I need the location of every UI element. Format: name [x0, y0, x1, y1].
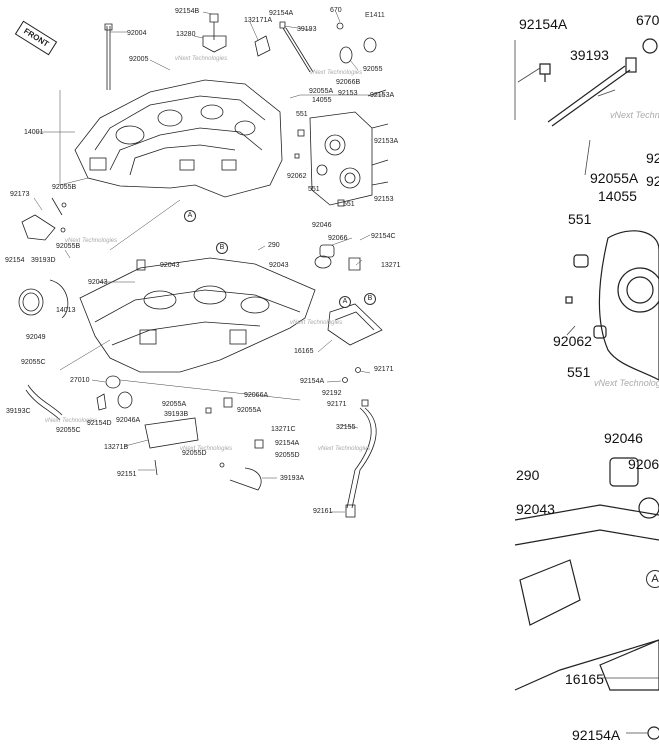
watermark: vNext Technologies — [310, 70, 363, 76]
part-callout[interactable]: 92049 — [26, 334, 46, 341]
part-callout[interactable]: 92055 — [363, 66, 383, 73]
part-callout[interactable]: 92055B — [52, 184, 77, 191]
upper-crankcase-outline — [74, 79, 283, 198]
part-callout[interactable]: 92004 — [127, 30, 147, 37]
zoom-part-callout[interactable]: 92046 — [604, 430, 643, 446]
part-callout[interactable]: 92066B — [336, 79, 361, 86]
part-callout[interactable]: 92153A — [374, 138, 399, 145]
zoom-part-callout[interactable]: 551 — [568, 211, 592, 227]
part-callout[interactable]: 92066A — [244, 392, 269, 399]
watermark: vNext Technologies — [318, 446, 371, 452]
part-callout[interactable]: 13280 — [176, 31, 196, 38]
lower-crankcase-outline — [79, 257, 316, 373]
diagram-code: E1411 — [365, 12, 385, 19]
zoom-part-callout[interactable]: 92 — [646, 150, 659, 166]
part-callout[interactable]: 551 — [296, 111, 308, 118]
part-callout[interactable]: 39193C — [6, 408, 31, 415]
part-callout[interactable]: 92153 — [374, 196, 394, 203]
part-callout[interactable]: 92173 — [10, 191, 30, 198]
part-callout[interactable]: 16165 — [294, 348, 314, 355]
part-callout[interactable]: 92055D — [275, 452, 300, 459]
zoom-part-callout[interactable]: 9206 — [628, 456, 659, 472]
part-callout[interactable]: 92192 — [322, 390, 342, 397]
zoom-watermark: vNext Technologies — [610, 110, 659, 120]
part-callout[interactable]: 92154A — [275, 440, 300, 447]
part-callout[interactable]: 92055C — [21, 359, 46, 366]
reference-marker: A — [184, 210, 196, 222]
zoom-part-callout[interactable]: 92154A — [519, 16, 568, 32]
part-callout[interactable]: 92151 — [117, 471, 137, 478]
part-callout[interactable]: 14013 — [56, 307, 76, 314]
part-callout[interactable]: 92066 — [328, 235, 348, 242]
zoom-part-callout[interactable]: 92 — [646, 173, 659, 189]
zoom-part-callout[interactable]: 290 — [516, 467, 540, 483]
part-callout[interactable]: 92171 — [374, 366, 394, 373]
oil-seal-outline — [18, 288, 44, 316]
zoom-part-callout[interactable]: 551 — [567, 364, 591, 380]
zoom-part-callout[interactable]: 670 — [636, 12, 659, 28]
part-callout[interactable]: 92161 — [313, 508, 333, 515]
part-callout[interactable]: 551 — [308, 186, 320, 193]
part-callout[interactable]: 27010 — [70, 377, 90, 384]
part-callout[interactable]: 92154A — [269, 10, 294, 17]
part-callout[interactable]: 92062 — [287, 173, 307, 180]
zoom-part-callout[interactable]: 14055 — [598, 188, 637, 204]
watermark: vNext Technologies — [45, 418, 98, 424]
part-callout[interactable]: 92043 — [160, 262, 180, 269]
zoom-reference-marker: A — [646, 570, 659, 588]
watermark: vNext Technologies — [65, 238, 118, 244]
reference-marker: B — [216, 242, 228, 254]
part-callout[interactable]: 14055 — [312, 97, 332, 104]
zoom-part-callout[interactable]: 92062 — [553, 333, 592, 349]
part-callout[interactable]: 32155 — [336, 424, 356, 431]
part-callout[interactable]: 92055A — [162, 401, 187, 408]
part-callout[interactable]: 92154 — [5, 257, 25, 264]
zoom-part-callout[interactable]: 16165 — [565, 671, 604, 687]
part-callout[interactable]: 92046A — [116, 417, 141, 424]
reference-marker: B — [364, 293, 376, 305]
part-callout[interactable]: 290 — [268, 242, 280, 249]
part-callout[interactable]: 92154A — [300, 378, 325, 385]
part-callout[interactable]: 14001 — [24, 129, 44, 136]
part-callout[interactable]: 92055C — [56, 427, 81, 434]
part-callout[interactable]: 92154C — [371, 233, 396, 240]
zoom-watermark: vNext Technologies — [594, 378, 659, 388]
part-callout[interactable]: 551 — [343, 201, 355, 208]
part-callout[interactable]: 92171 — [327, 401, 347, 408]
watermark: vNext Technologies — [175, 56, 228, 62]
zoom-part-callout[interactable]: 92154A — [572, 727, 621, 743]
part-callout[interactable]: 39193 — [297, 26, 317, 33]
part-callout[interactable]: 92154D — [87, 420, 112, 427]
part-callout[interactable]: 92043 — [269, 262, 289, 269]
watermark: vNext Technologies — [180, 446, 233, 452]
reference-marker: A — [339, 296, 351, 308]
part-callout[interactable]: 13271C — [271, 426, 296, 433]
part-callout[interactable]: 92154B — [175, 8, 200, 15]
zoom-part-callout[interactable]: 39193 — [570, 47, 609, 63]
zoom-part-callout[interactable]: 92055A — [590, 170, 639, 186]
part-callout[interactable]: 92055A — [237, 407, 262, 414]
bearing-housing-outline — [309, 111, 373, 206]
part-callout[interactable]: 92055A — [309, 88, 334, 95]
zoom-part-callout[interactable]: 92043 — [516, 501, 555, 517]
part-callout[interactable]: 92055D — [182, 450, 207, 457]
part-callout[interactable]: 92153A — [370, 92, 395, 99]
part-callout[interactable]: 39193B — [164, 411, 189, 418]
oil-pipe-outline — [351, 407, 377, 509]
part-callout[interactable]: 92043 — [88, 279, 108, 286]
watermark: vNext Technologies — [290, 320, 343, 326]
part-callout[interactable]: 13271B — [104, 444, 129, 451]
part-callout[interactable]: 92046 — [312, 222, 332, 229]
part-callout[interactable]: 39193A — [280, 475, 305, 482]
part-callout[interactable]: 670 — [330, 7, 342, 14]
part-callout[interactable]: 13271 — [381, 262, 401, 269]
part-callout[interactable]: 92055B — [56, 243, 81, 250]
part-callout[interactable]: 92005 — [129, 56, 149, 63]
part-callout[interactable]: 92153 — [338, 90, 358, 97]
part-callout[interactable]: 132171A — [244, 17, 273, 24]
part-callout[interactable]: 39193D — [31, 257, 56, 264]
